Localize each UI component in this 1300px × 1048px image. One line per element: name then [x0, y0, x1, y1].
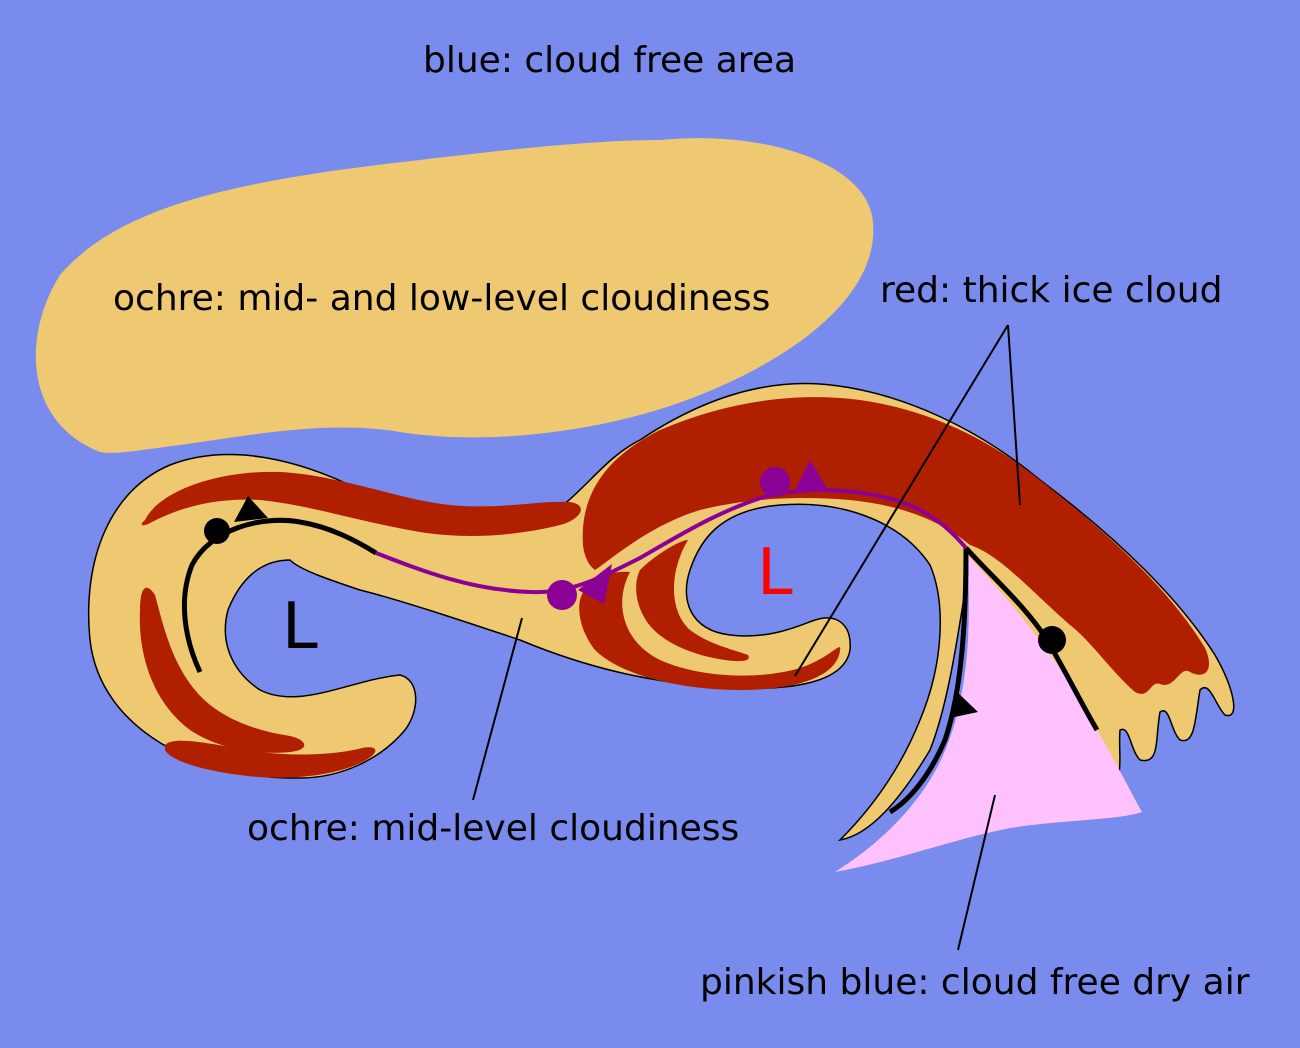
red-ice-cloud-band-2	[139, 587, 305, 753]
occlusion-symbol-circle-1	[547, 580, 577, 610]
occlusion-symbol-circle-2	[760, 467, 790, 497]
leader-line-pink	[957, 794, 996, 951]
leader-line-ochre-mid	[472, 617, 523, 801]
label-ochre-mid-low: ochre: mid- and low-level cloudiness	[113, 278, 770, 319]
leader-line-red-2	[1007, 324, 1021, 506]
label-pinkish-dry-air: pinkish blue: cloud free dry air	[700, 962, 1250, 1003]
warm-front-symbol-left	[204, 518, 230, 544]
occlusion-front	[375, 488, 968, 595]
ochre-mid-low-cloud-area	[35, 138, 874, 453]
occlusion-symbol-triangle-1	[578, 564, 612, 604]
red-ice-cloud-band-1	[141, 471, 581, 536]
low-pressure-left: L	[282, 590, 318, 664]
red-ice-cloud-band-4	[579, 571, 841, 690]
cold-front-left	[181, 517, 378, 674]
red-ice-cloud-band-5	[636, 540, 749, 662]
occlusion-symbol-triangle-2	[795, 460, 828, 490]
red-ice-cloud-main	[582, 397, 1210, 694]
cold-front-symbol-right	[950, 690, 978, 718]
label-cloud-free-area: blue: cloud free area	[423, 40, 796, 81]
label-ochre-mid-level: ochre: mid-level cloudiness	[247, 808, 739, 849]
pink-dry-air-area	[835, 556, 1142, 872]
front-right-vertical	[888, 547, 969, 815]
cold-front-symbol-left	[234, 496, 268, 522]
red-ice-cloud-band-3	[165, 740, 376, 778]
label-red-thick-ice-cloud: red: thick ice cloud	[880, 270, 1222, 311]
leader-line-red-1	[794, 324, 1009, 677]
warm-front-symbol-right	[1038, 626, 1066, 654]
low-pressure-right: L	[757, 536, 793, 610]
